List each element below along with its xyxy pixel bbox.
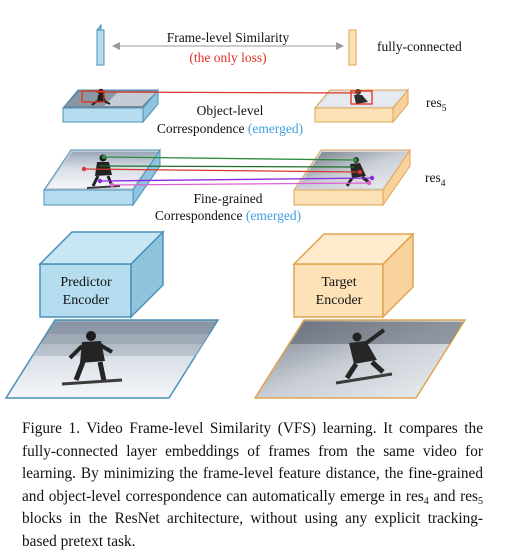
fine-grained-line2: Correspondence — [155, 208, 243, 223]
res4-label: res — [425, 170, 441, 185]
vfs-diagram: Frame-level Similarity (the only loss) f… — [4, 23, 467, 399]
predictor-encoder-cube — [38, 230, 165, 319]
target-res5-block — [313, 88, 410, 124]
target-res4-block — [293, 148, 411, 207]
fine-grained-line1: Fine-grained — [194, 191, 263, 206]
object-level-line2: Correspondence — [157, 121, 245, 136]
predictor-input-frame — [4, 319, 220, 399]
predictor-res5-block — [61, 88, 160, 124]
res5-label: res — [426, 95, 442, 110]
caption-text-2: and res — [428, 487, 478, 505]
caption-text-1: Figure 1. Video Frame-level Similarity (… — [22, 420, 483, 505]
svg-text:res4: res4 — [425, 170, 446, 189]
res4-label-sub: 4 — [441, 179, 446, 189]
target-fc-embedding — [348, 29, 357, 66]
target-encoder-line2: Encoder — [316, 293, 363, 308]
top-label: Frame-level Similarity — [167, 30, 290, 45]
object-level-line1: Object-level — [197, 103, 264, 118]
caption-res4-sub: 4 — [423, 495, 429, 507]
svg-text:Correspondence (emerged): Correspondence (emerged) — [155, 208, 301, 223]
target-input-frame — [253, 319, 467, 399]
svg-text:res5: res5 — [426, 95, 447, 114]
object-level-emerged: (emerged) — [248, 121, 303, 136]
top-sublabel: (the only loss) — [189, 50, 266, 65]
similarity-arrow — [112, 42, 344, 50]
figure-caption: Figure 1. Video Frame-level Similarity (… — [22, 418, 483, 553]
target-encoder-line1: Target — [321, 275, 356, 290]
res5-correspondence-line — [95, 91, 360, 94]
target-encoder-cube — [292, 232, 415, 319]
predictor-encoder-line2: Encoder — [63, 293, 110, 308]
predictor-res4-block — [43, 148, 161, 207]
caption-text-3: blocks in the ResNet architecture, witho… — [22, 510, 483, 550]
caption-res5-sub: 5 — [478, 495, 483, 507]
res5-label-sub: 5 — [442, 104, 447, 114]
fine-grained-emerged: (emerged) — [246, 208, 301, 223]
predictor-fc-embedding — [96, 23, 105, 67]
fc-label: fully-connected — [377, 39, 462, 54]
svg-text:Correspondence (emerged): Correspondence (emerged) — [157, 121, 303, 136]
res4-correspondence-lines — [81, 154, 375, 188]
predictor-encoder-line1: Predictor — [60, 275, 112, 290]
